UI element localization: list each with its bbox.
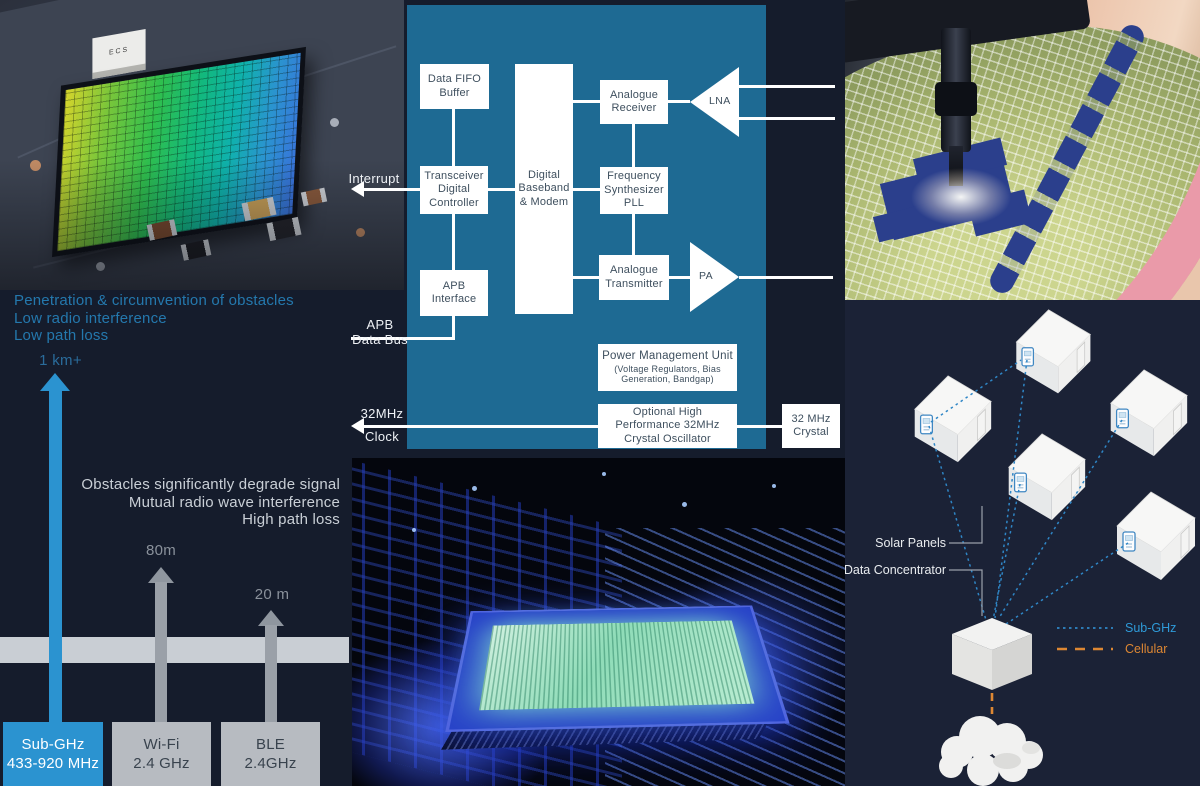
subghz-mesh-links <box>928 359 1129 627</box>
lna-label: LNA <box>709 95 731 107</box>
data-concentrator-icon <box>952 618 1032 690</box>
mesh-link <box>928 425 987 621</box>
24ghz-drawbacks-text: Obstacles significantly degrade signal M… <box>81 476 340 528</box>
glow-dot <box>682 502 687 507</box>
circuit-board-photo <box>352 458 845 786</box>
data-concentrator-label: Data Concentrator <box>845 563 946 577</box>
interrupt-arrowhead-icon <box>351 181 364 197</box>
house-icon <box>914 375 992 463</box>
tech-box-wifi: Wi-Fi 2.4 GHz <box>112 722 211 786</box>
lna-amplifier-icon <box>690 67 739 137</box>
mesh-link <box>930 359 1022 423</box>
block-apb-interface: APB Interface <box>420 270 488 316</box>
connector-oscillator-crystal <box>737 425 782 428</box>
apb-bus-line-vertical <box>452 316 455 340</box>
interrupt-label: Interrupt <box>348 171 400 186</box>
apb-bus-label-line1: APB <box>366 317 394 332</box>
glow-dot <box>602 472 606 476</box>
house-icon <box>1110 369 1188 457</box>
processor-die <box>479 620 755 711</box>
legend-subghz-label: Sub-GHz <box>1125 621 1176 635</box>
probe-contact-glow <box>911 168 1011 226</box>
processor-chip <box>445 605 790 733</box>
pa-amplifier-icon <box>690 242 739 312</box>
subghz-range-arrowhead-icon <box>40 373 70 391</box>
subghz-range-bar <box>49 390 62 722</box>
block-data-fifo-buffer: Data FIFO Buffer <box>420 64 489 109</box>
legend: Sub-GHz Cellular <box>1057 621 1176 656</box>
houses-group <box>914 309 1196 581</box>
house-icon <box>1008 433 1086 521</box>
clock-label-line2: Clock <box>364 429 399 444</box>
block-frequency-synthesizer-pll: Frequency Synthesizer PLL <box>600 167 668 214</box>
house-icon <box>1015 309 1092 395</box>
apb-bus-line <box>351 337 455 340</box>
ble-range-arrowhead-icon <box>258 610 284 626</box>
legend-cellular-label: Cellular <box>1125 642 1167 656</box>
tech-box-ble: BLE 2.4GHz <box>221 722 320 786</box>
connector-receiver-lna <box>668 100 690 103</box>
wifi-range-bar <box>155 582 167 722</box>
photo-shading <box>0 0 404 290</box>
pa-output-line <box>739 276 833 279</box>
concentrator-pointer <box>949 569 983 616</box>
pa-label: PA <box>699 270 714 282</box>
connector-transmitter-pa <box>669 276 690 279</box>
glow-dot <box>412 528 416 532</box>
mesh-link <box>994 359 1028 619</box>
apb-bus-label-line2: Data Bus <box>352 332 408 347</box>
lna-input-line <box>739 117 835 120</box>
clock-line <box>364 425 598 428</box>
connector-baseband-synth <box>573 188 600 191</box>
ble-range-bar <box>265 625 277 722</box>
solar-panels-pointer <box>949 506 983 544</box>
house-icon <box>1116 491 1196 581</box>
connector-controller-apb <box>452 214 455 271</box>
wafer-probe-photo <box>845 0 1200 300</box>
block-power-management-unit: Power Management Unit (Voltage Regulator… <box>598 344 737 391</box>
mesh-link <box>992 483 1021 621</box>
mesh-link <box>1002 542 1129 627</box>
clock-arrowhead-icon <box>351 418 364 434</box>
block-digital-baseband-modem: Digital Baseband & Modem <box>515 64 573 314</box>
connector-synth-transmitter <box>632 214 635 255</box>
block-analogue-transmitter: Analogue Transmitter <box>599 255 669 300</box>
metering-network-diagram: Solar Panels Data Concentrator Sub-GHz C… <box>845 309 1196 786</box>
block-analogue-receiver: Analogue Receiver <box>600 80 668 124</box>
block-transceiver-digital-controller: Transceiver Digital Controller <box>420 166 488 214</box>
die-texture <box>479 620 755 711</box>
glow-dot <box>472 486 477 491</box>
subghz-range-label: 1 km+ <box>39 352 82 369</box>
connector-baseband-receiver <box>573 100 600 103</box>
ble-range-label: 20 m <box>254 586 290 603</box>
connector-baseband-transmitter <box>573 276 599 279</box>
mesh-link <box>998 419 1123 619</box>
glow-dot <box>772 484 776 488</box>
block-32mhz-crystal: 32 MHz Crystal <box>782 404 840 448</box>
connector-receiver-synth <box>632 124 635 167</box>
interrupt-line <box>364 188 420 191</box>
block-crystal-oscillator: Optional High Performance 32MHz Crystal … <box>598 404 737 448</box>
solar-panels-label: Solar Panels <box>875 536 946 550</box>
cloud-icon <box>939 716 1043 786</box>
clock-label-line1: 32MHz <box>360 406 404 421</box>
pointer-lines <box>949 506 983 616</box>
subghz-advantages-text: Penetration & circumvention of obstacles… <box>14 292 294 344</box>
probe-collar <box>935 82 977 116</box>
wifi-range-label: 80m <box>145 542 177 559</box>
connector-controller-baseband <box>488 188 515 191</box>
connector-fifo-controller <box>452 109 455 167</box>
wifi-range-arrowhead-icon <box>148 567 174 583</box>
tech-box-subghz: Sub-GHz 433-920 MHz <box>3 722 103 786</box>
lna-input-line <box>739 85 835 88</box>
chip-render-photo: ECS <box>0 0 404 290</box>
